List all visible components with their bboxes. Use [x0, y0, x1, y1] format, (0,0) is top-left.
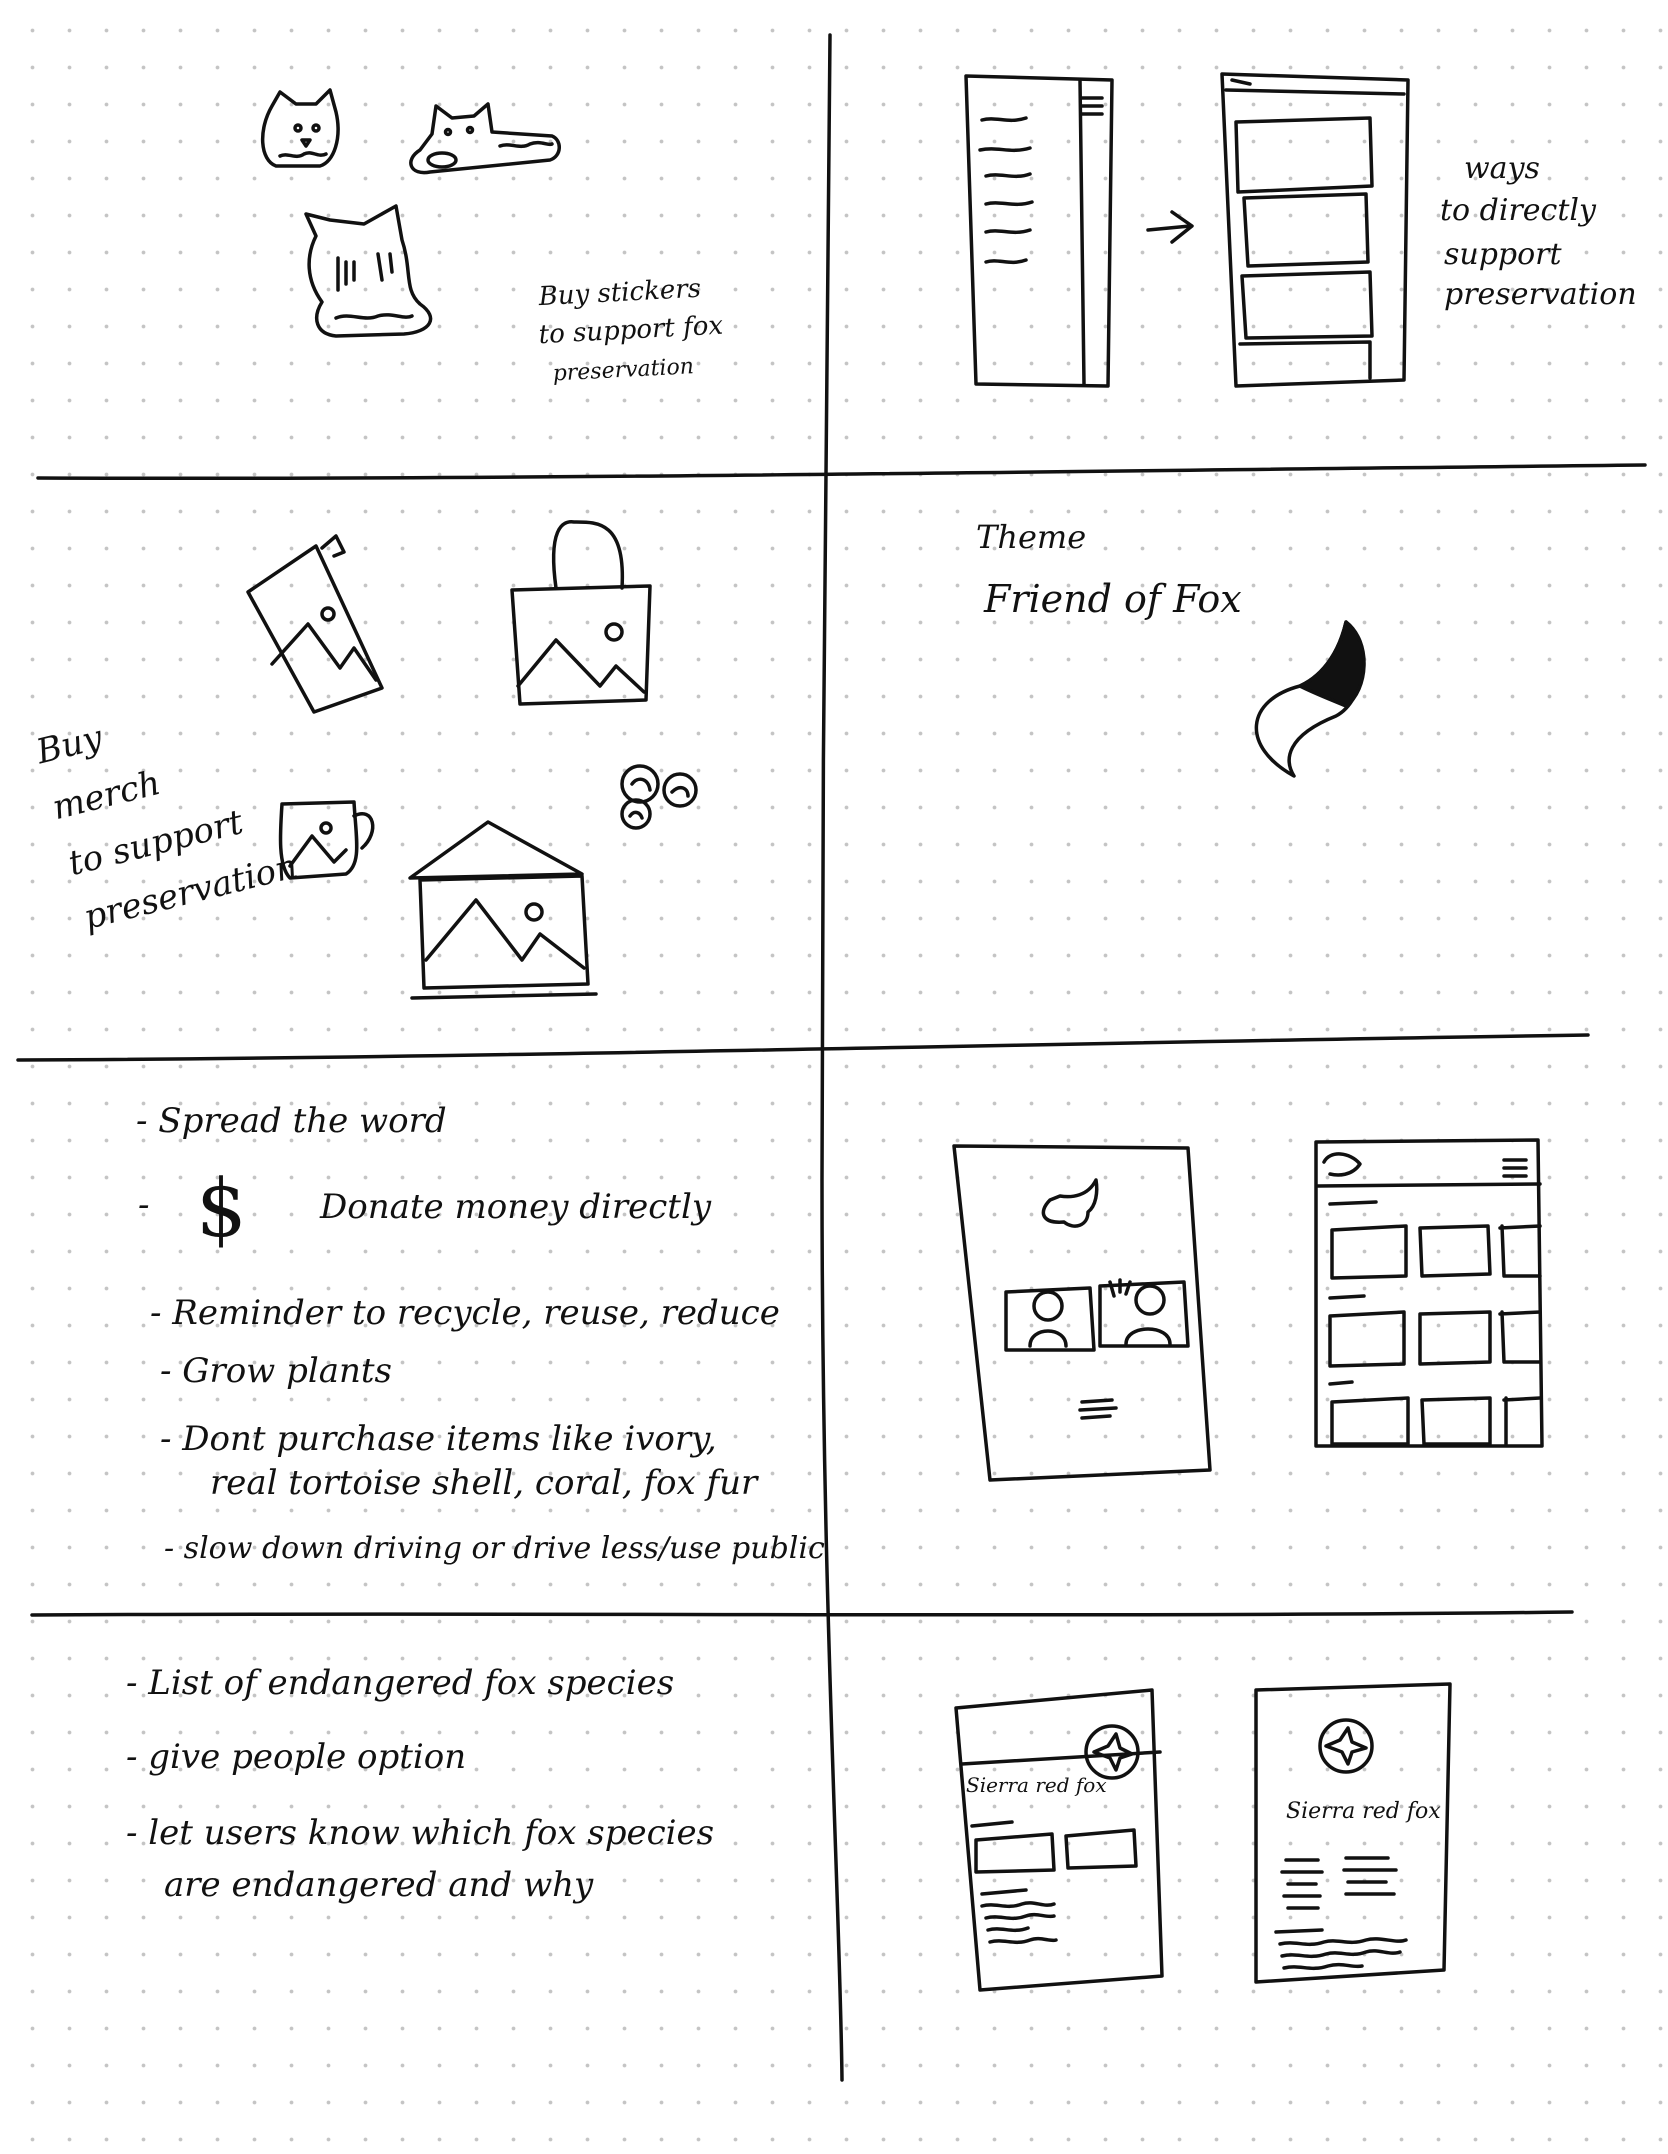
ways-list-item: - slow down driving or drive less/use pu…: [164, 1531, 825, 1566]
sticker-cat-small: [260, 88, 340, 168]
species-card-1-title: Sierra red fox: [966, 1773, 1107, 1797]
divider-horizontal-2: [16, 1033, 1590, 1062]
ways-list-item: - Spread the word: [136, 1101, 447, 1141]
divider-horizontal-3: [30, 1610, 1574, 1617]
ways-list-item: Donate money directly: [319, 1187, 712, 1227]
ways-list-item: - Grow plants: [160, 1351, 392, 1391]
panel1-caption-line-1: Buy stickers: [537, 274, 702, 313]
wireframe-home-phone: [952, 1144, 1212, 1482]
ways-list-item: - Dont purchase items like ivory,: [160, 1419, 717, 1459]
ways-list: - Spread the word - $ Donate money direc…: [136, 1101, 825, 1566]
species-list-item: - List of endangered fox species: [126, 1663, 674, 1703]
ways-list-item: -: [138, 1185, 150, 1225]
panel3-caption: Buy merch to support preservation: [32, 717, 302, 937]
sticker-cat-large: [304, 204, 433, 338]
ways-list-item: real tortoise shell, coral, fox fur: [210, 1463, 759, 1503]
species-list-item: are endangered and why: [164, 1865, 594, 1905]
wireframe-grid-phone: [1314, 1138, 1544, 1448]
theme-label: Theme: [976, 518, 1086, 556]
arrow-right: [1146, 210, 1194, 244]
divider-vertical: [820, 33, 844, 2082]
panel2-caption-line-3: support: [1444, 237, 1563, 272]
ways-list-item: - Reminder to recycle, reuse, reduce: [150, 1293, 780, 1333]
divider-horizontal-1: [36, 463, 1647, 481]
merch-mug: [278, 800, 375, 880]
theme-name: Friend of Fox: [983, 577, 1242, 621]
panel2-caption-line-2: to directly: [1440, 193, 1597, 228]
wireframe-species-card-2: [1254, 1682, 1452, 1984]
merch-tote-bag: [510, 520, 652, 706]
species-card-2-title: Sierra red fox: [1286, 1799, 1441, 1824]
merch-book: [246, 534, 384, 714]
dollar-icon: $: [196, 1162, 247, 1255]
fox-tail-logo-icon: [1254, 620, 1366, 778]
panel1-caption: Buy stickers to support fox preservation: [537, 274, 724, 387]
panel3-caption-line-2: merch: [48, 763, 164, 828]
sticker-cat-cup: [409, 102, 561, 175]
panel1-caption-line-2: to support fox: [538, 311, 724, 351]
panel2-caption-line-4: preservation: [1444, 277, 1637, 312]
panel1-caption-line-3: preservation: [552, 354, 694, 386]
wireframe-sidebar-phone: [964, 74, 1114, 388]
species-list-item: - let users know which fox species: [126, 1813, 714, 1853]
species-list: - List of endangered fox species - give …: [126, 1663, 714, 1905]
merch-poster-frame: [408, 820, 598, 1000]
species-list-item: - give people option: [126, 1737, 466, 1777]
wireframe-card-list-phone: [1220, 72, 1410, 388]
panel3-caption-line-1: Buy: [32, 717, 108, 772]
panel2-caption: ways to directly support preservation: [1440, 151, 1637, 312]
wireframe-species-card-1: [954, 1688, 1164, 1992]
merch-buttons: [620, 764, 698, 830]
panel2-caption-line-1: ways: [1464, 151, 1540, 186]
